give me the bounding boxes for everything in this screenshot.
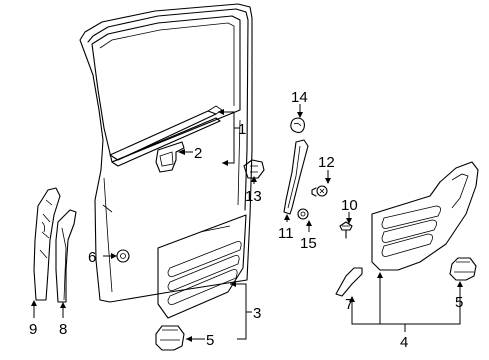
- callout-labels: 1 2 3 4 5 5 6 7 8 9 10 11 12 13 14 15: [29, 89, 463, 351]
- belt-weatherstrip: [109, 105, 223, 167]
- clip-15: [297, 208, 309, 220]
- callout-9: 9: [29, 321, 37, 338]
- screw-10: [339, 221, 353, 239]
- callout-5-right: 5: [455, 294, 463, 311]
- callout-4: 4: [400, 334, 408, 351]
- callout-13: 13: [245, 188, 262, 205]
- clip-5-lower: [155, 325, 185, 351]
- trim-piece-7: [335, 267, 363, 297]
- door-trim-panel: [157, 214, 247, 319]
- callout-1: 1: [238, 121, 246, 138]
- clip-13: [243, 159, 265, 179]
- door-handle: [155, 141, 185, 173]
- callout-3: 3: [253, 305, 261, 322]
- callout-11: 11: [278, 225, 294, 242]
- callout-7: 7: [345, 296, 353, 313]
- callout-15: 15: [300, 235, 317, 252]
- callout-10: 10: [341, 197, 358, 214]
- pillar-garnish-8: [55, 209, 77, 303]
- callout-8: 8: [59, 321, 67, 338]
- quarter-trim-panel: [371, 161, 479, 271]
- leader-lines: [31, 104, 463, 342]
- pillar-garnish-9: [33, 187, 61, 301]
- bolt-12: [311, 185, 328, 197]
- callout-5-lower: 5: [206, 332, 214, 349]
- callout-12: 12: [318, 154, 335, 171]
- callout-2: 2: [194, 145, 202, 162]
- rear-weatherstrip: [283, 139, 309, 215]
- callout-6: 6: [88, 249, 96, 266]
- clip-6: [116, 249, 130, 263]
- clip-5-right: [449, 257, 477, 281]
- callout-14: 14: [291, 89, 308, 106]
- door-shell: [79, 3, 253, 303]
- seal-clip-14: [290, 117, 305, 134]
